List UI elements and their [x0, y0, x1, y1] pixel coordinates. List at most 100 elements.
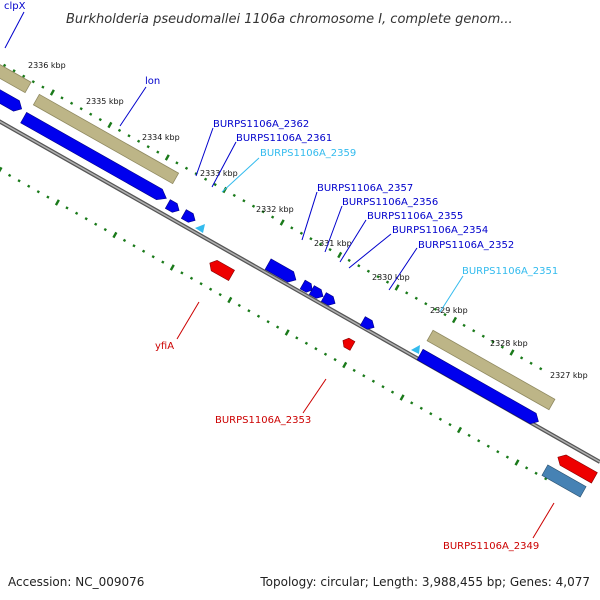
ruler-track-inner-tick [514, 459, 520, 466]
gene-2356[interactable] [299, 279, 314, 294]
gene-2352[interactable] [359, 316, 376, 332]
leader-2354 [348, 233, 392, 269]
operon-bar-clpX[interactable] [0, 59, 32, 94]
tick-label-2327: 2327 kbp [550, 371, 588, 380]
ruler-track-outer-tick [529, 361, 533, 365]
accession-text: Accession: NC_009076 [8, 575, 144, 589]
gene-2361[interactable] [180, 209, 197, 225]
reverse-genes [207, 258, 598, 498]
ruler-track-inner-tick [448, 422, 452, 427]
leader-2353 [302, 378, 327, 414]
leader-lon [119, 86, 147, 127]
label-2354[interactable]: BURPS1106A_2354 [392, 225, 488, 236]
label-clpX[interactable]: clpX [4, 1, 26, 12]
ruler-track-inner-tick [477, 439, 481, 443]
leader-2352 [388, 247, 418, 291]
ruler-track-outer-tick [451, 316, 458, 324]
ruler-track-outer-tick [414, 296, 418, 300]
gene-2351-forward[interactable] [416, 348, 541, 426]
tick-label-2336: 2336 kbp [28, 61, 66, 70]
label-2362[interactable]: BURPS1106A_2362 [213, 119, 309, 130]
ruler-track-inner-tick [534, 471, 538, 475]
ruler-track-inner-tick [333, 357, 337, 362]
ruler-track-outer-tick [337, 251, 343, 259]
ruler-track-inner-tick [304, 341, 309, 345]
gene-2353[interactable] [340, 336, 356, 351]
ruler-track-inner-tick [256, 314, 261, 318]
gene-2354[interactable] [320, 292, 337, 308]
operon-bar-2351[interactable] [426, 329, 556, 411]
gene-lon[interactable] [20, 111, 170, 203]
label-yfiA[interactable]: yfiA [155, 341, 174, 352]
leader-2362 [195, 127, 214, 177]
gene-clpX[interactable] [0, 83, 25, 114]
leader-2356 [324, 205, 343, 253]
label-2352[interactable]: BURPS1106A_2352 [418, 240, 514, 251]
ruler-track-inner-tick [161, 260, 165, 264]
label-2359[interactable]: BURPS1106A_2359 [260, 148, 356, 159]
feature-2349-steel[interactable] [541, 464, 587, 498]
gene-2359[interactable] [195, 224, 205, 233]
ruler-track-outer-tick [357, 264, 361, 268]
ruler-track-inner-tick [371, 379, 376, 383]
ruler-track-outer-tick [12, 69, 16, 73]
ruler-track-outer-tick [2, 63, 7, 68]
ruler-track-inner-tick [399, 394, 405, 401]
ruler-track-outer-tick [318, 242, 323, 246]
ruler-track-inner-tick [27, 184, 31, 188]
tick-label-2332: 2332 kbp [256, 205, 294, 214]
label-2356[interactable]: BURPS1106A_2356 [342, 197, 438, 208]
leader-yfiA [176, 301, 200, 340]
leader-2351 [439, 275, 464, 313]
ruler-track-outer-tick [175, 161, 179, 165]
ruler-track-inner-tick [122, 238, 127, 243]
label-2351[interactable]: BURPS1106A_2351 [462, 266, 558, 277]
ruler-track-outer-tick [394, 284, 400, 291]
tick-label-2330: 2330 kbp [372, 273, 410, 282]
ruler-track-inner-tick [486, 444, 490, 448]
ruler-track-outer-tick [98, 117, 102, 122]
gene-yfiA[interactable] [207, 258, 235, 282]
ruler-track-outer-tick [251, 204, 256, 208]
ruler-track-inner-tick [419, 406, 423, 410]
tick-label-2331: 2331 kbp [314, 239, 352, 248]
ruler-track-outer-tick [60, 96, 64, 100]
ruler-track-outer-tick [328, 247, 332, 252]
ruler-track-inner-tick [467, 433, 471, 438]
ruler-track-outer-tick [270, 215, 275, 219]
label-2361[interactable]: BURPS1106A_2361 [236, 133, 332, 144]
ruler-track-outer-tick [443, 312, 447, 317]
gene-2362[interactable] [164, 199, 181, 215]
ruler-track-inner-tick [381, 385, 385, 389]
ruler-track-outer-tick [433, 307, 438, 311]
ruler-track-outer-tick [481, 334, 485, 338]
ruler-track-inner-tick [323, 352, 328, 356]
ruler-track-inner-tick [496, 450, 500, 454]
ruler-track-inner-tick [0, 166, 3, 174]
ruler-track-inner-tick [390, 390, 395, 394]
ruler-track-inner-tick [275, 325, 280, 329]
operon-bar-lon[interactable] [32, 93, 180, 185]
label-2349[interactable]: BURPS1106A_2349 [443, 541, 539, 552]
gene-2349[interactable] [555, 452, 598, 484]
ruler-track-outer-tick [213, 182, 217, 187]
forward-genes [0, 83, 541, 426]
label-2353[interactable]: BURPS1106A_2353 [215, 415, 311, 426]
label-2357[interactable]: BURPS1106A_2357 [317, 183, 413, 194]
ruler-track-inner-tick [74, 211, 79, 215]
ruler-track-inner-tick [218, 292, 222, 297]
ruler-track-inner-tick [199, 282, 203, 286]
gene-2351-marker[interactable] [411, 345, 420, 354]
ruler-track-outer-tick [107, 121, 113, 129]
label-lon[interactable]: lon [145, 76, 160, 87]
ruler-track-inner-tick [94, 222, 98, 226]
gene-2357[interactable] [264, 258, 299, 285]
ruler-track-inner-tick [36, 190, 40, 194]
label-2355[interactable]: BURPS1106A_2355 [367, 211, 463, 222]
ruler-track-inner-tick [103, 227, 107, 232]
ruler-track-inner-tick [84, 217, 88, 221]
ruler-track-inner-tick [524, 466, 529, 470]
gene-2355[interactable] [308, 285, 325, 301]
ruler-track-inner-tick [65, 206, 69, 210]
